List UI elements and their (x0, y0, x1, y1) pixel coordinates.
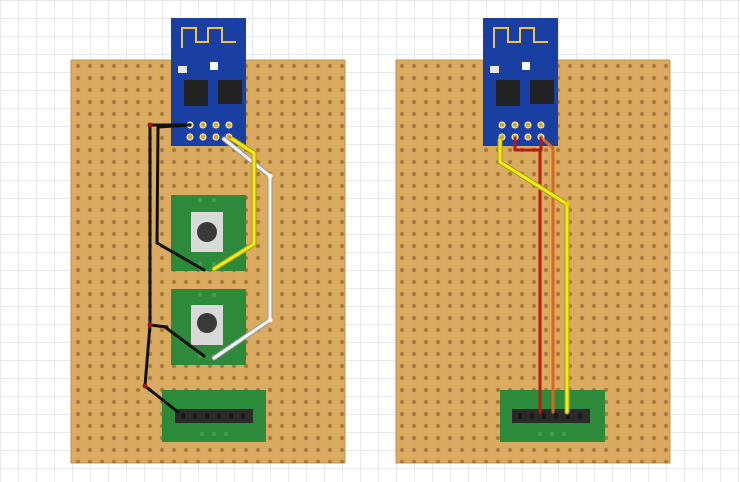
crystal-icon (490, 66, 499, 73)
pad-icon (212, 262, 216, 266)
esp-pin (199, 121, 207, 129)
header-pin (542, 413, 546, 419)
esp-pin (511, 121, 519, 129)
header-pin (193, 413, 197, 419)
wire-ends-right (564, 201, 570, 207)
pad-icon (198, 354, 202, 358)
header-pin (229, 413, 233, 419)
header-pin (518, 413, 522, 419)
tactile-push-button-icon (197, 313, 217, 333)
pad-icon (562, 432, 566, 436)
flash-chip-icon (218, 80, 242, 104)
header-pin (217, 413, 221, 419)
wire-joint-icon (142, 383, 148, 389)
push-button-2 (171, 289, 246, 365)
wire-joint-icon (564, 201, 570, 207)
right-stripboard (395, 18, 671, 464)
tactile-push-button-icon (197, 222, 217, 242)
antenna-icon (181, 27, 236, 48)
esp-chip-icon (184, 80, 208, 106)
push-button-1 (171, 195, 246, 271)
pad-icon (550, 432, 554, 436)
esp-pin (225, 121, 233, 129)
pad-icon (212, 198, 216, 202)
wire-red (513, 136, 543, 152)
esp8266-module-left (171, 18, 246, 146)
esp-pins-left (186, 121, 233, 141)
left-stripboard (70, 18, 346, 464)
pad-icon (198, 198, 202, 202)
esp-pin (212, 121, 220, 129)
pin-header-left (162, 390, 266, 442)
wire-yellow (498, 138, 569, 414)
header-pin (181, 413, 185, 419)
wire-joint-icon (147, 122, 153, 128)
wire-joint-icon (267, 317, 273, 323)
esp-pin (537, 121, 545, 129)
flash-chip-icon (530, 80, 554, 104)
header-pin (205, 413, 209, 419)
six-pin-header-icon (512, 409, 590, 423)
esp-pin (186, 133, 194, 141)
pad-icon (200, 432, 204, 436)
esp-pin (498, 121, 506, 129)
led-icon (210, 62, 218, 70)
wires-left (142, 122, 273, 414)
wire-white (212, 137, 272, 360)
pad-icon (224, 432, 228, 436)
esp-pin (199, 133, 207, 141)
esp-pin (524, 133, 532, 141)
esp-pin (524, 121, 532, 129)
header-pin (554, 413, 558, 419)
esp8266-module-right (483, 18, 558, 146)
crystal-icon (178, 66, 187, 73)
pad-icon (538, 432, 542, 436)
header-pin (566, 413, 570, 419)
wires-right (497, 136, 570, 415)
antenna-icon (493, 27, 548, 48)
six-pin-header-icon (175, 409, 253, 423)
wire-joint-icon (267, 173, 273, 179)
pad-icon (212, 293, 216, 297)
header-pin (241, 413, 245, 419)
esp-chip-icon (496, 80, 520, 106)
esp-pin (212, 133, 220, 141)
header-pin (530, 413, 534, 419)
wire-orange (542, 138, 555, 414)
wire-yellow (212, 137, 256, 271)
wire-black (163, 325, 206, 358)
wire-black (155, 123, 206, 272)
pad-icon (212, 432, 216, 436)
header-pin (578, 413, 582, 419)
wire-ends-left (142, 122, 273, 389)
pad-icon (198, 262, 202, 266)
pad-icon (198, 293, 202, 297)
wire-joint-icon (147, 322, 153, 328)
led-icon (522, 62, 530, 70)
